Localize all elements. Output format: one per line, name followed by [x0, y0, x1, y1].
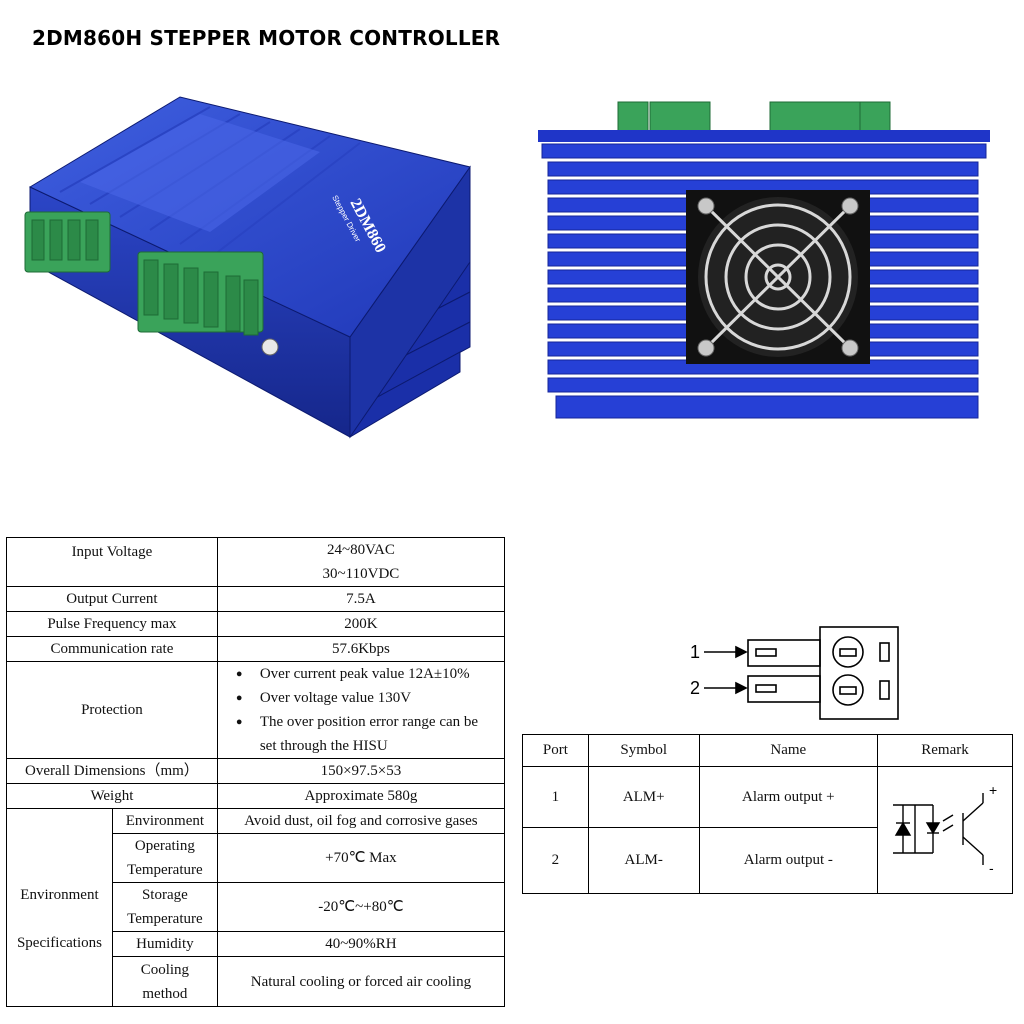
terminal-block-front — [137, 251, 264, 336]
dimensions-label: Overall Dimensions（mm） — [6, 758, 218, 784]
name-cell: Alarm output - — [698, 827, 879, 894]
communication-rate-label: Communication rate — [6, 636, 218, 662]
environment-label: Environment — [111, 808, 218, 834]
remark-plus: + — [989, 782, 997, 798]
terminal-block-left — [24, 211, 111, 273]
alarm-connector-diagram: 1 2 — [690, 626, 899, 720]
output-current-label: Output Current — [6, 586, 218, 612]
port-cell: 2 — [522, 827, 589, 894]
operating-temperature-value: +70℃ Max — [216, 833, 506, 883]
remark-header: Remark — [877, 734, 1013, 767]
driver-photo-angle: 2DM860 Stepper Driver — [24, 96, 471, 439]
pulse-frequency-label: Pulse Frequency max — [6, 611, 218, 637]
dimensions-value: 150×97.5×53 — [216, 758, 506, 784]
protection-label: Protection — [6, 661, 218, 759]
optocoupler-remark: + - — [877, 766, 1013, 894]
connector-pin-2-label: 2 — [690, 678, 700, 698]
pulse-frequency-value: 200K — [216, 611, 506, 637]
symbol-cell: ALM+ — [587, 766, 700, 828]
page-title: 2DM860H STEPPER MOTOR CONTROLLER — [32, 26, 501, 50]
cooling-value: Natural cooling or forced air cooling — [216, 956, 506, 1007]
humidity-label: Humidity — [111, 931, 218, 957]
name-cell: Alarm output + — [698, 766, 879, 828]
remark-minus: - — [989, 860, 994, 876]
protection-item: Over voltage value 130V — [230, 686, 500, 710]
humidity-value: 40~90%RH — [216, 931, 506, 957]
weight-value: Approximate 580g — [216, 783, 506, 809]
protection-value: Over current peak value 12A±10% Over vol… — [216, 661, 506, 759]
storage-temperature-value: -20℃~+80℃ — [216, 882, 506, 932]
communication-rate-value: 57.6Kbps — [216, 636, 506, 662]
protection-item: The over position error range can be — [230, 710, 500, 734]
cooling-fan — [686, 190, 870, 364]
symbol-cell: ALM- — [587, 827, 700, 894]
optocoupler-icon: + - — [893, 782, 997, 876]
protection-item: Over current peak value 12A±10% — [230, 662, 500, 686]
port-header: Port — [522, 734, 589, 767]
output-current-value: 7.5A — [216, 586, 506, 612]
fan-heatsink-fins — [541, 143, 987, 419]
name-header: Name — [698, 734, 879, 767]
port-table: Port Symbol Name Remark 1 ALM+ Alarm out… — [522, 734, 1013, 894]
environment-value: Avoid dust, oil fog and corrosive gases — [216, 808, 506, 834]
driver-photo-fan — [538, 101, 990, 419]
symbol-header: Symbol — [587, 734, 700, 767]
connector-pin-1-label: 1 — [690, 642, 700, 662]
input-voltage-label: Input Voltage — [6, 537, 218, 587]
weight-label: Weight — [6, 783, 218, 809]
port-cell: 1 — [522, 766, 589, 828]
